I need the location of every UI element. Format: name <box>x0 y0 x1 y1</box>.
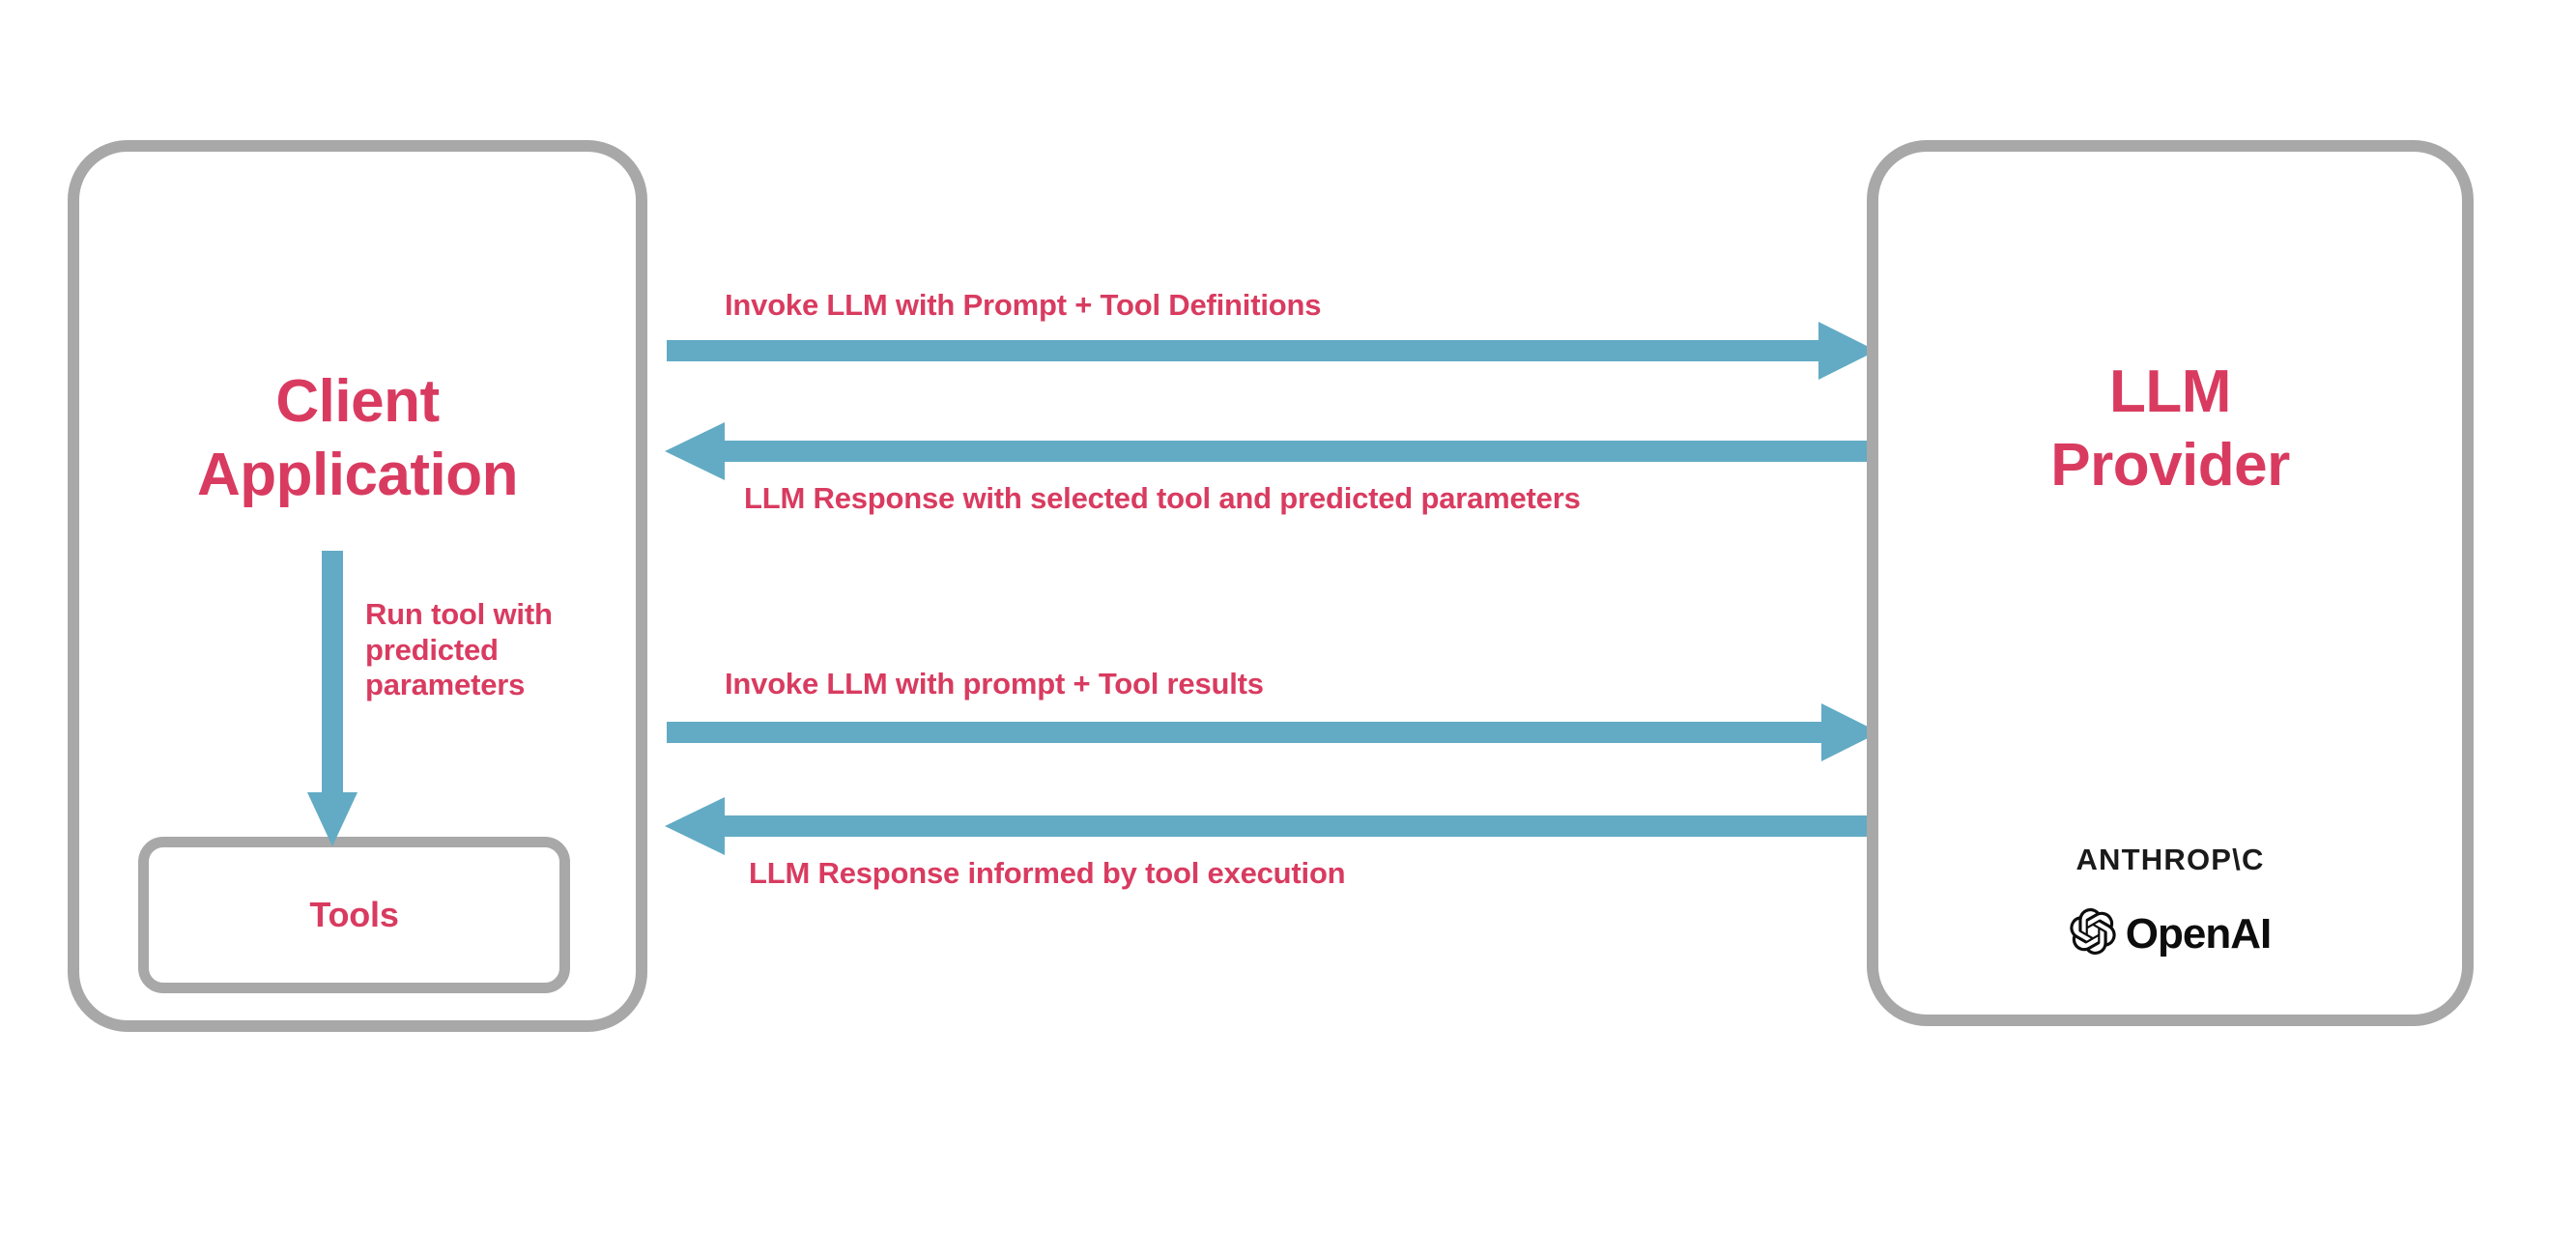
run-tool-arrow <box>307 551 358 846</box>
response-tool-execution-label: LLM Response informed by tool execution <box>749 856 1346 890</box>
openai-logo: OpenAI <box>1884 908 2456 959</box>
llm-provider-box <box>1867 140 2474 1026</box>
tools-label: Tools <box>309 895 399 934</box>
llm-provider-title-line2: Provider <box>2050 431 2290 499</box>
response-tool-execution-arrow <box>665 797 1879 855</box>
response-selected-tool-label: LLM Response with selected tool and pred… <box>744 481 1581 515</box>
client-application-title: Client Application <box>87 365 628 511</box>
invoke-tool-results-label: Invoke LLM with prompt + Tool results <box>725 667 1264 700</box>
run-tool-arrow-label-line2: predicted <box>365 632 499 667</box>
client-application-title-line1: Client <box>275 368 440 435</box>
invoke-tool-definitions-label: Invoke LLM with Prompt + Tool Definition… <box>725 288 1322 322</box>
client-application-title-line2: Application <box>196 441 519 508</box>
run-tool-arrow-label: Run tool with predicted parameters <box>365 597 626 703</box>
invoke-tool-results-arrow <box>667 703 1879 761</box>
run-tool-arrow-label-line1: Run tool with <box>365 597 553 631</box>
anthropic-logo: ANTHROP\C <box>2075 843 2265 876</box>
run-tool-arrow-label-line3: parameters <box>365 668 526 702</box>
openai-logo-icon <box>2070 908 2116 959</box>
llm-provider-title: LLM Provider <box>1884 356 2456 501</box>
invoke-tool-definitions-arrow <box>667 322 1876 380</box>
llm-provider-title-line1: LLM <box>2109 358 2231 425</box>
response-selected-tool-arrow <box>665 422 1876 480</box>
openai-logo-wordmark: OpenAI <box>2125 909 2272 958</box>
tools-box[interactable]: Tools <box>138 837 570 993</box>
